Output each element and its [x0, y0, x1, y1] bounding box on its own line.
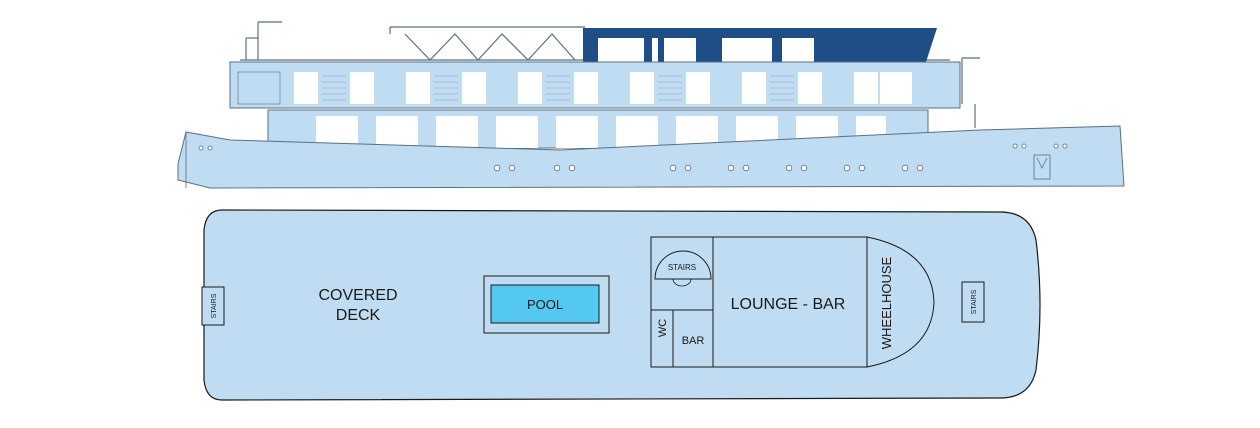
pool: [490, 284, 600, 324]
stairs-left-label: STAIRS: [211, 293, 218, 318]
sun-deck-covered-block: [583, 28, 937, 62]
bar-label: BAR: [682, 335, 705, 347]
superstructure-upper: [229, 61, 961, 109]
covered-deck-label-line1: COVERED: [318, 287, 397, 304]
stairs-left: [201, 286, 225, 326]
deck-plan: STAIRS COVERED DECK POOL STAIRS WC BAR L…: [201, 209, 1041, 401]
covered-deck-label-line2: DECK: [336, 307, 381, 324]
stairs-right: [961, 281, 985, 323]
wheelhouse: [866, 236, 935, 368]
wheelhouse-label: WHEELHOUSE: [879, 256, 894, 349]
lounge-bar: [712, 236, 868, 368]
stairs-right-label: STAIRS: [971, 289, 978, 314]
ship-hull: [177, 125, 1125, 189]
lounge-bar-label: LOUNGE - BAR: [731, 296, 846, 313]
stairs-center: [654, 250, 712, 280]
bar: [672, 309, 714, 368]
wc-label: WC: [657, 319, 669, 337]
pool-label: POOL: [527, 297, 563, 312]
stairs-center-label: STAIRS: [668, 263, 696, 272]
ship-side-profile: [177, 21, 1125, 189]
wc: [650, 309, 674, 368]
